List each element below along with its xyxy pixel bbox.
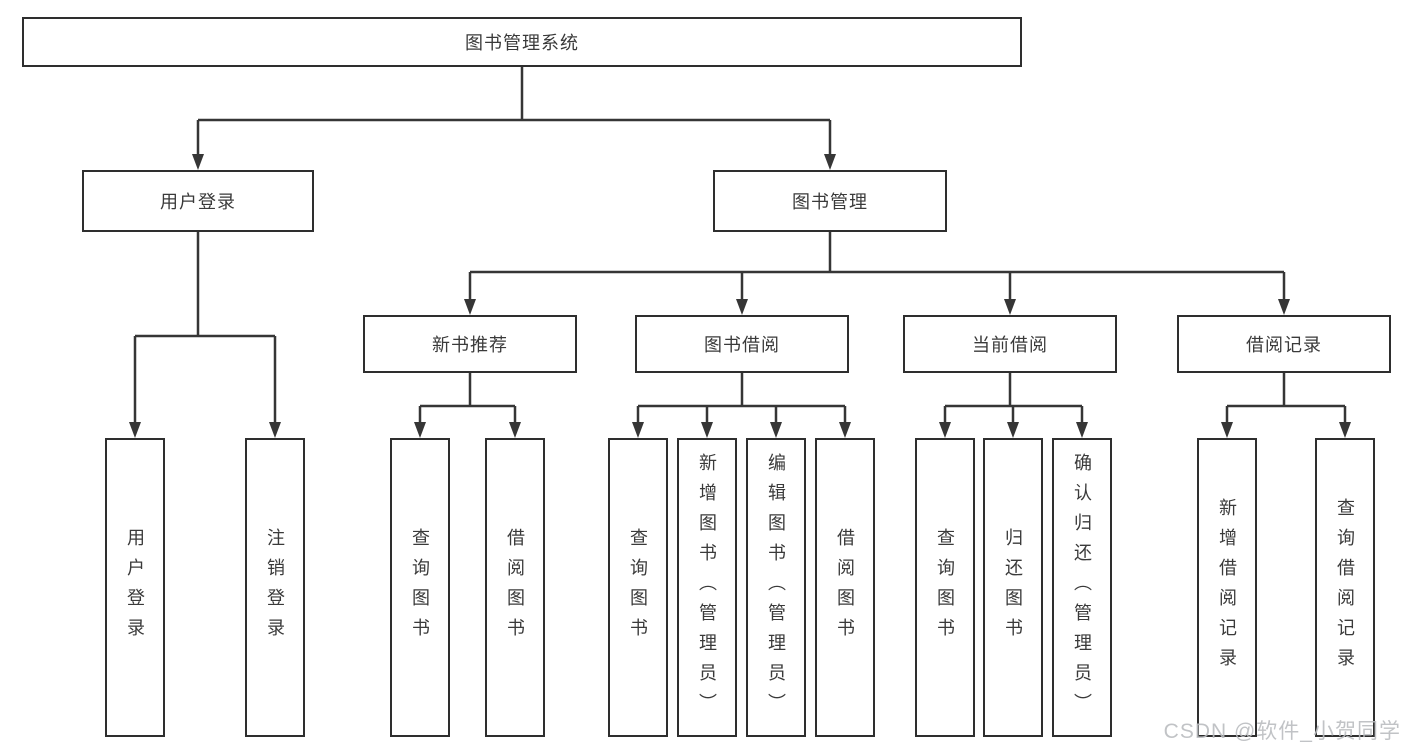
arrow-icon — [1221, 422, 1233, 438]
connector-book-management-to-level3 — [468, 232, 1286, 302]
node-book-management: 图书管理 — [713, 170, 947, 232]
connector-user-login-to-leaves — [133, 232, 277, 425]
arrow-icon — [192, 154, 204, 170]
arrow-icon — [939, 422, 951, 438]
leaf-return-books: 归还图书 — [983, 438, 1043, 737]
leaf-borrow-books-recommend: 借阅图书 — [485, 438, 545, 737]
leaf-logout: 注销登录 — [245, 438, 305, 737]
arrow-icon — [1339, 422, 1351, 438]
arrow-icon — [509, 422, 521, 438]
node-label: 用户登录 — [160, 192, 236, 212]
node-label: 借阅记录 — [1246, 335, 1322, 355]
arrow-icon — [129, 422, 141, 438]
node-current-borrowing: 当前借阅 — [903, 315, 1117, 373]
leaf-confirm-return-admin: 确认归还（管理员） — [1052, 438, 1112, 737]
node-label: 借阅图书 — [835, 527, 855, 648]
arrow-icon — [1278, 299, 1290, 315]
connector-book-borrow-to-leaves — [636, 373, 847, 425]
csdn-watermark: CSDN @软件_小贺同学 — [1163, 720, 1401, 743]
leaf-borrow-books: 借阅图书 — [815, 438, 875, 737]
node-label: 查询图书 — [935, 527, 955, 648]
node-label: 当前借阅 — [972, 335, 1048, 355]
node-label: 新书推荐 — [432, 335, 508, 355]
leaf-query-borrow-record: 查询借阅记录 — [1315, 438, 1375, 737]
leaf-add-borrow-record: 新增借阅记录 — [1197, 438, 1257, 737]
leaf-query-books-current: 查询图书 — [915, 438, 975, 737]
connector-new-book-to-leaves — [418, 373, 517, 425]
leaf-query-books-borrow: 查询图书 — [608, 438, 668, 737]
arrow-icon — [632, 422, 644, 438]
connector-borrow-record-to-leaves — [1225, 373, 1347, 425]
leaf-add-books-admin: 新增图书（管理员） — [677, 438, 737, 737]
arrow-icon — [414, 422, 426, 438]
leaf-user-login: 用户登录 — [105, 438, 165, 737]
connector-current-borrow-to-leaves — [943, 373, 1084, 425]
arrow-icon — [770, 422, 782, 438]
node-label: 注销登录 — [265, 527, 285, 648]
node-user-login: 用户登录 — [82, 170, 314, 232]
node-new-book-recommendation: 新书推荐 — [363, 315, 577, 373]
node-label: 查询图书 — [410, 527, 430, 648]
node-book-borrowing: 图书借阅 — [635, 315, 849, 373]
node-label: 编辑图书（管理员） — [766, 452, 786, 723]
leaf-query-books-recommend: 查询图书 — [390, 438, 450, 737]
arrow-icon — [1007, 422, 1019, 438]
node-label: 用户登录 — [125, 527, 145, 648]
node-label: 借阅图书 — [505, 527, 525, 648]
node-label: 查询图书 — [628, 527, 648, 648]
arrow-icon — [736, 299, 748, 315]
node-library-management-system: 图书管理系统 — [22, 17, 1022, 67]
arrow-icon — [269, 422, 281, 438]
node-label: 归还图书 — [1003, 527, 1023, 648]
arrow-icon — [1004, 299, 1016, 315]
arrow-icon — [1076, 422, 1088, 438]
node-label: 查询借阅记录 — [1335, 497, 1355, 678]
node-label: 确认归还（管理员） — [1072, 452, 1092, 723]
arrow-icon — [464, 299, 476, 315]
arrow-icon — [701, 422, 713, 438]
node-label: 图书管理系统 — [465, 33, 579, 53]
node-label: 新增图书（管理员） — [697, 452, 717, 723]
arrow-icon — [839, 422, 851, 438]
node-label: 图书管理 — [792, 192, 868, 212]
node-label: 图书借阅 — [704, 335, 780, 355]
connector-root-to-level2 — [196, 67, 832, 157]
node-borrowing-records: 借阅记录 — [1177, 315, 1391, 373]
arrow-icon — [824, 154, 836, 170]
node-label: 新增借阅记录 — [1217, 497, 1237, 678]
leaf-edit-books-admin: 编辑图书（管理员） — [746, 438, 806, 737]
